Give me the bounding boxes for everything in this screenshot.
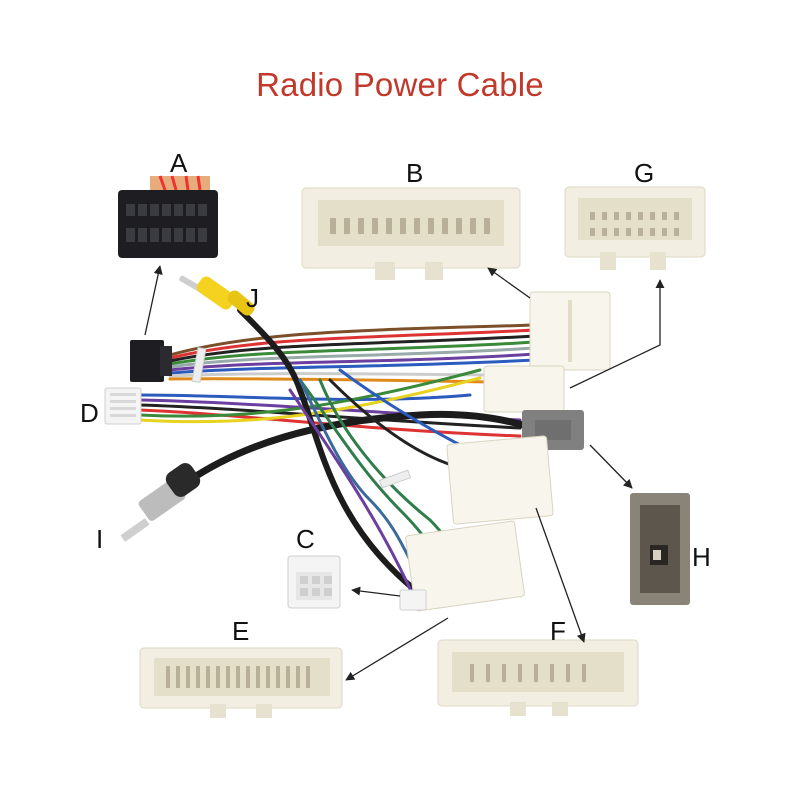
black-plug (130, 340, 172, 382)
arrow-e (345, 617, 449, 681)
label-i: I (96, 524, 104, 554)
arrow-g (569, 279, 665, 389)
plug-center-right (446, 435, 554, 525)
plug-upper-right (529, 291, 611, 371)
arrow-b (487, 267, 531, 299)
arrow-a (144, 265, 163, 336)
connector-j (179, 275, 255, 316)
plug-mid-right (483, 365, 565, 413)
connector-c (287, 555, 427, 611)
connector-i (120, 463, 201, 542)
label-e: E (232, 616, 250, 646)
plug-lower-center (405, 520, 525, 612)
connector-f (437, 639, 639, 716)
connector-b (301, 187, 521, 280)
connector-e (139, 647, 343, 718)
arrow-c (351, 586, 401, 597)
connector-a (118, 175, 218, 258)
label-g: G (634, 158, 655, 188)
connector-h (630, 493, 690, 605)
label-h: H (692, 542, 711, 572)
label-b: B (406, 158, 424, 188)
arrow-f (535, 507, 586, 643)
label-f: F (550, 616, 566, 646)
pointer-arrows (144, 265, 665, 681)
label-a: A (170, 148, 188, 178)
arrow-h (589, 444, 633, 489)
label-c: C (296, 524, 315, 554)
label-d: D (80, 398, 99, 428)
connector-g (564, 186, 706, 270)
title: Radio Power Cable (256, 66, 544, 103)
label-j: J (246, 283, 259, 313)
connector-d (104, 387, 142, 425)
